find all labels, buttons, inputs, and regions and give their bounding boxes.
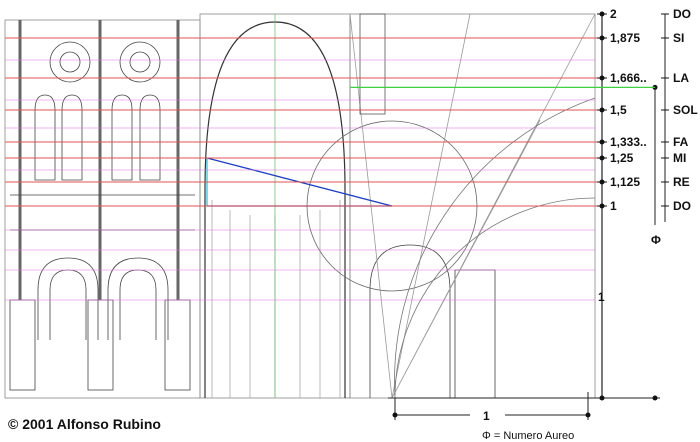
unit-vertical-label: 1 (598, 290, 605, 304)
ratio-label: 1,666.. (610, 71, 647, 85)
ratio-label: 1 (610, 199, 617, 213)
ratio-label: 1,875 (610, 31, 640, 45)
phi-label: Φ (651, 233, 661, 247)
note-label: DO (673, 199, 691, 213)
ratio-label: 1,5 (610, 103, 627, 117)
note-label: SOL (673, 103, 698, 117)
ratio-label: 1,25 (610, 151, 634, 165)
note-label: MI (673, 151, 686, 165)
ratio-label: 1,125 (610, 175, 640, 189)
ratio-label: 2 (610, 7, 617, 21)
note-label: FA (673, 135, 689, 149)
note-label: DO (673, 7, 691, 21)
left-facade (9, 20, 195, 391)
note-label: LA (673, 71, 689, 85)
ratio-label: 1,333.. (610, 135, 647, 149)
unit-horizontal-label: 1 (483, 409, 490, 423)
legend: Φ = Numero Aureo (482, 430, 574, 442)
note-label: SI (673, 31, 684, 45)
note-label: RE (673, 175, 690, 189)
copyright: © 2001 Alfonso Rubino (8, 416, 161, 432)
